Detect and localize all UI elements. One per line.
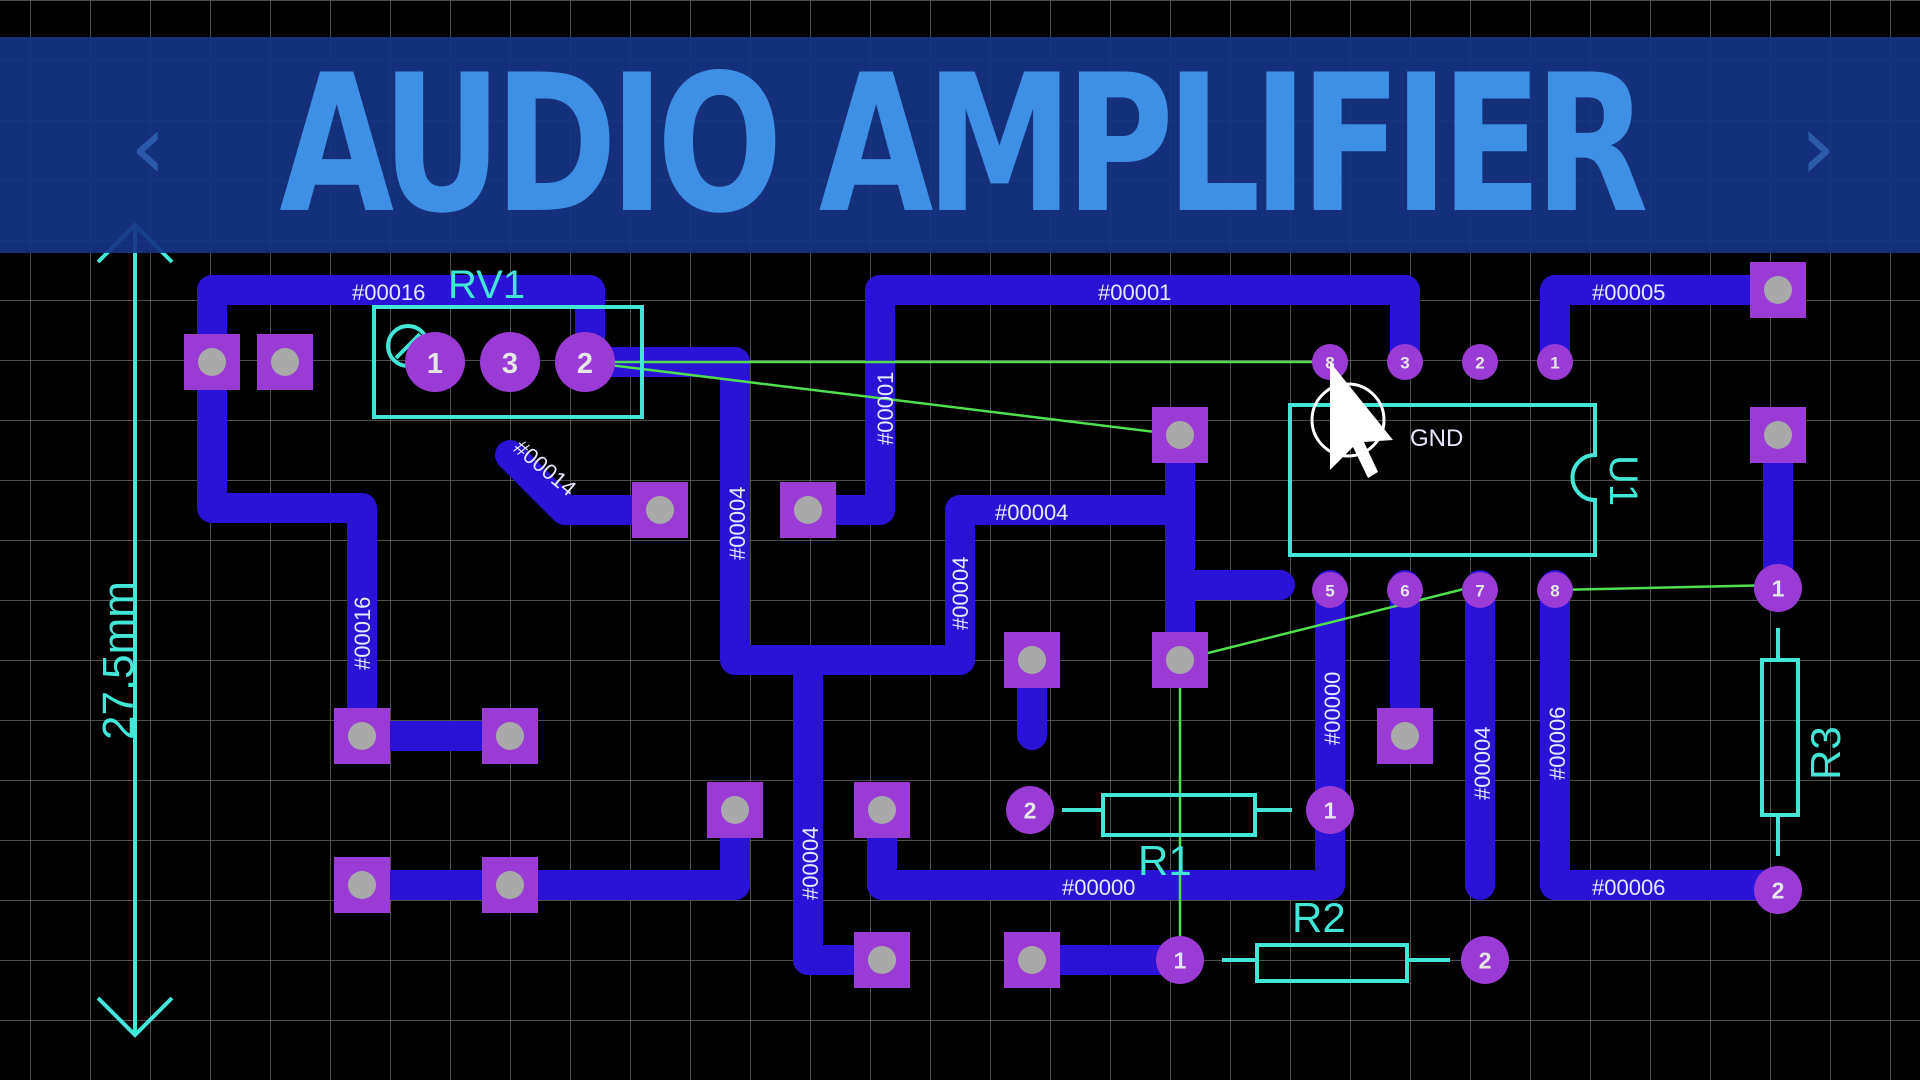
pad-drill (271, 348, 299, 376)
page-title: AUDIO AMPLIFIER (279, 34, 1648, 255)
pad-drill (868, 946, 896, 974)
round-pad (1461, 936, 1509, 984)
net-label: #00001 (1098, 280, 1171, 305)
pin-number-label: 1 (1772, 576, 1785, 602)
net-label: #00004 (995, 500, 1068, 525)
round-pad (480, 332, 540, 392)
r1-ref-label: R1 (1138, 837, 1192, 884)
pad-drill (1764, 276, 1792, 304)
net-label: #00005 (1592, 280, 1665, 305)
pad-drill (1166, 646, 1194, 674)
pad-drill (496, 871, 524, 899)
r2-ref-label: R2 (1292, 894, 1346, 941)
pad-drill (1764, 421, 1792, 449)
round-pad (1387, 572, 1423, 608)
pin-number-label: 1 (1324, 798, 1337, 824)
pad-drill (496, 722, 524, 750)
cursor-arrow-icon (1310, 362, 1393, 478)
pad-drill (1018, 946, 1046, 974)
pad-drill (348, 722, 376, 750)
chevron-right-icon: › (1800, 95, 1836, 200)
round-pad (1156, 936, 1204, 984)
r3-ref-label: R3 (1802, 726, 1849, 780)
net-label: #00001 (873, 372, 898, 445)
pad-drill (348, 871, 376, 899)
rv1-outline (372, 305, 644, 419)
u1-outline (1288, 403, 1597, 557)
net-label: #00004 (948, 557, 973, 630)
title-banner (0, 37, 1920, 253)
net-label: #00004 (1470, 727, 1495, 800)
pad-drill (868, 796, 896, 824)
round-pad (1754, 866, 1802, 914)
round-pad (555, 332, 615, 392)
net-label: #00016 (350, 597, 375, 670)
net-label: #00004 (798, 827, 823, 900)
pad-drill (646, 496, 674, 524)
round-pad (405, 332, 465, 392)
pin-number-label: 1 (1550, 353, 1559, 372)
dimension-label: 27.5mm (94, 581, 143, 740)
pin-number-label: 1 (427, 348, 443, 380)
net-label: #00000 (1320, 672, 1345, 745)
r2-body (1255, 943, 1409, 983)
pin-number-label: 2 (1479, 948, 1492, 974)
round-pad (1462, 344, 1498, 380)
pad-drill (1166, 421, 1194, 449)
pin-number-label: 2 (1475, 353, 1484, 372)
pin-number-label: 2 (1024, 798, 1037, 824)
pad-drill (198, 348, 226, 376)
rv1-ref-label: RV1 (448, 263, 525, 307)
round-pad (1312, 572, 1348, 608)
u1-gnd-label: GND (1410, 425, 1463, 452)
pads: 13283215678211212 (184, 262, 1806, 988)
pad-drill (1391, 722, 1419, 750)
round-pad (1462, 572, 1498, 608)
net-label: #00000 (1062, 875, 1135, 900)
net-label: #00016 (352, 280, 425, 305)
pad-drill (794, 496, 822, 524)
pad-drill (721, 796, 749, 824)
round-pad (1754, 564, 1802, 612)
net-label: #00006 (1545, 707, 1570, 780)
chevron-left-icon: ‹ (130, 95, 166, 200)
pin-number-label: 6 (1400, 581, 1409, 600)
round-pad (1006, 786, 1054, 834)
net-label: #00004 (725, 487, 750, 560)
round-pad (1306, 786, 1354, 834)
pin-number-label: 3 (502, 348, 518, 380)
u1-ref-label: U1 (1601, 455, 1645, 506)
pin-number-label: 7 (1475, 581, 1484, 600)
pin-number-label: 2 (577, 348, 593, 380)
pin-number-label: 2 (1772, 878, 1785, 904)
round-pad (1537, 344, 1573, 380)
round-pad (1387, 344, 1423, 380)
r1-body (1101, 793, 1257, 837)
pin-number-label: 1 (1174, 948, 1187, 974)
silkscreen (96, 222, 1800, 1038)
net-label: #00006 (1592, 875, 1665, 900)
pad-drill (1018, 646, 1046, 674)
pin-number-label: 8 (1550, 581, 1559, 600)
round-pad (1537, 572, 1573, 608)
ratsnest-lines (584, 360, 1779, 960)
pin-number-label: 3 (1400, 353, 1409, 372)
pin-number-label: 5 (1325, 581, 1334, 600)
